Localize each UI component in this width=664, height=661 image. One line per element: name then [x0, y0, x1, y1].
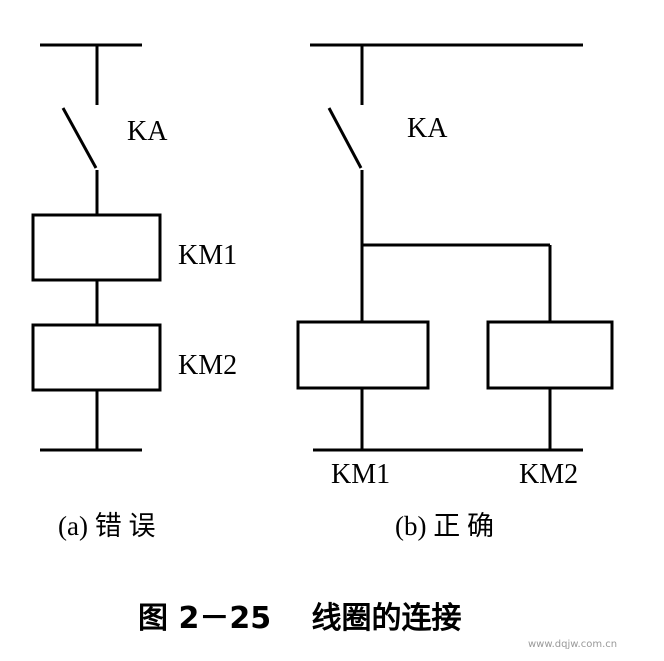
switch-ka-blade: [61, 107, 98, 169]
coil-km2: [31, 323, 162, 392]
label-km2: KM2: [178, 350, 237, 381]
coil-km2: [486, 320, 614, 390]
label-km2: KM2: [519, 459, 578, 490]
switch-ka-blade: [327, 107, 363, 169]
watermark: www.dqjw.com.cn: [528, 639, 617, 650]
figure-title: 图 2－25 线圈的连接: [138, 601, 462, 636]
diagram-a-wrong-series: [31, 43, 162, 452]
caption-b: (b) 正 确: [395, 511, 494, 541]
label-km1: KM1: [178, 240, 237, 271]
label-km1: KM1: [331, 459, 390, 490]
label-ka: KA: [127, 116, 168, 147]
coil-km1: [296, 320, 430, 390]
diagram-b-correct-parallel: [296, 43, 614, 452]
caption-a: (a) 错 误: [58, 511, 155, 541]
coil-km1: [31, 213, 162, 282]
label-ka: KA: [407, 113, 448, 144]
